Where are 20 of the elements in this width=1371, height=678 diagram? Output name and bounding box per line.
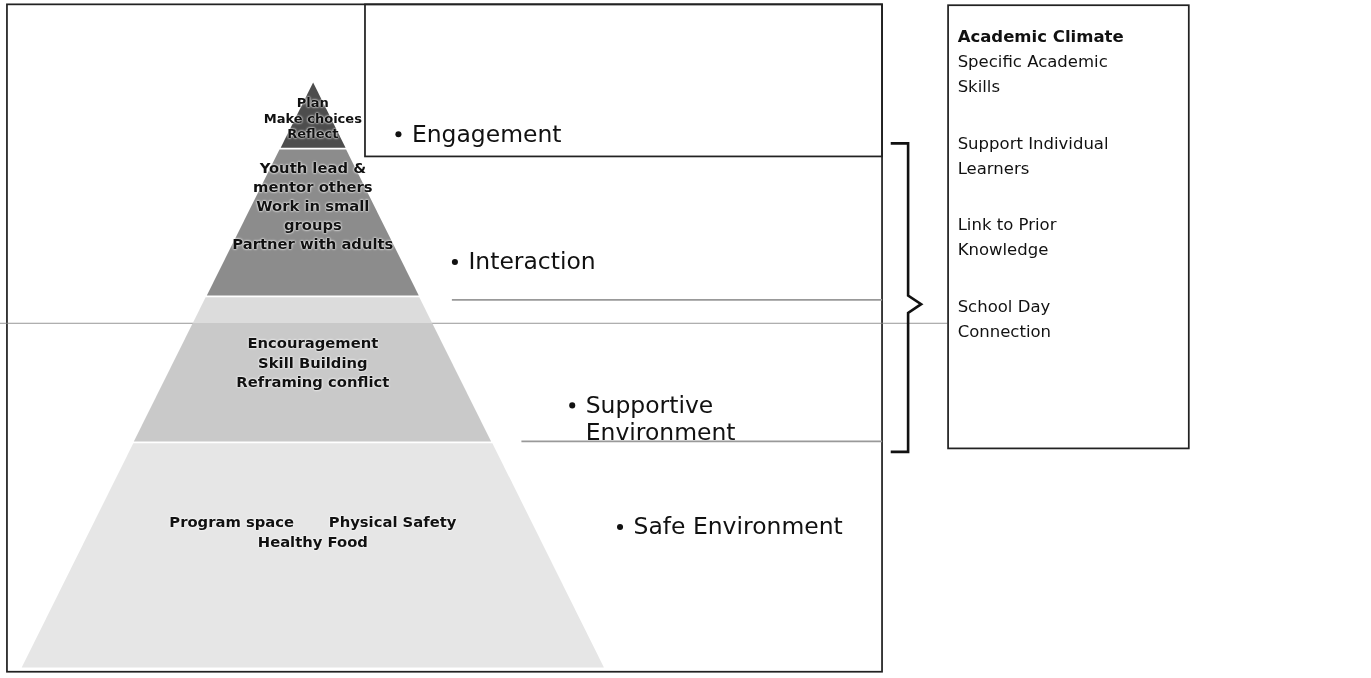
pyramid-tier: [21, 443, 604, 668]
tier-label: Safe Environment: [633, 512, 843, 540]
tier-label: Interaction: [468, 247, 596, 275]
tier-label: Engagement: [411, 119, 562, 147]
tier-label: Supportive Environment: [585, 391, 737, 445]
tier-item: Work in small groups: [255, 196, 371, 235]
tier-item: Program space: [169, 512, 295, 532]
box-item: School Day Connection: [957, 295, 1053, 343]
box-item: Support Individual Learners: [957, 131, 1110, 180]
box-item: Specific Academic Skills: [957, 50, 1109, 98]
text-box: [947, 4, 1190, 450]
tier-item: Skill Building: [258, 352, 368, 372]
box-item: Link to Prior Knowledge: [957, 213, 1058, 261]
tier-item: Encouragement: [247, 333, 379, 353]
pyramid-tier: [206, 149, 419, 296]
tier-item: Reframing conflict: [236, 371, 390, 392]
tier-item: Physical Safety: [328, 512, 457, 532]
box-heading: Academic Climate: [957, 25, 1125, 48]
tier-item: Partner with adults: [232, 234, 394, 254]
tier-item: Healthy Food: [257, 531, 368, 551]
